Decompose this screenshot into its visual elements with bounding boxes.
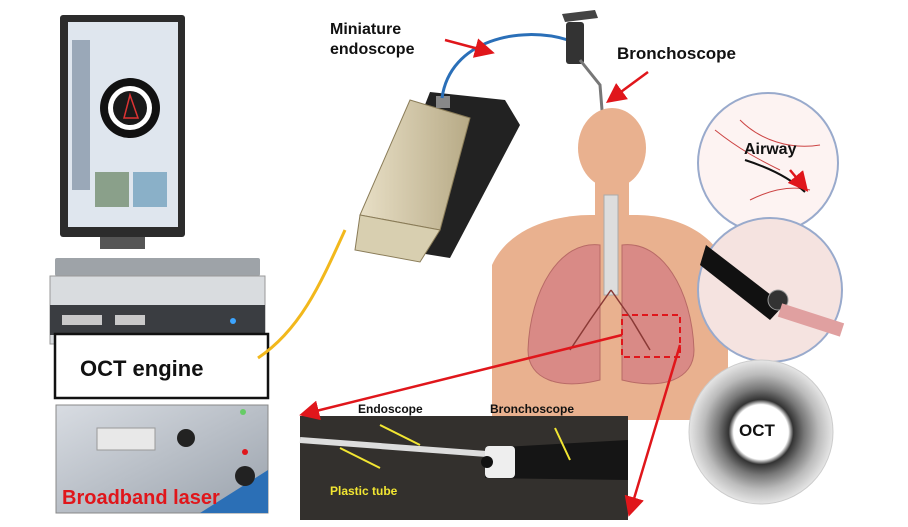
miniature-endoscope-label: Miniature endoscope [330, 20, 414, 60]
airway-zoom-icon [697, 92, 845, 363]
monitor-icon [60, 15, 185, 249]
laser-box-icon [55, 404, 269, 514]
oct-engine-label: OCT engine [80, 356, 204, 381]
miniature-line: Miniature [330, 21, 402, 38]
photo-plastic-tube-label: Plastic tube [330, 484, 398, 498]
oct-ring-image [688, 359, 834, 505]
photo-endoscope-label: Endoscope [358, 402, 423, 416]
red-arrows [299, 38, 809, 517]
probe-handheld-icon [354, 92, 520, 263]
human-torso-icon [492, 108, 728, 420]
oct-engine-box [53, 332, 270, 400]
endoscope-photo [299, 416, 628, 520]
airway-label: Airway [744, 141, 797, 158]
endoscope-line: endoscope [330, 41, 415, 58]
broadband-laser-label: Broadband laser [62, 487, 220, 509]
bronchoscope-label: Bronchoscope [617, 44, 737, 63]
oct-image-label: OCT [739, 421, 775, 440]
lungs-icon [527, 244, 695, 385]
computer-tower-icon [49, 258, 266, 345]
yellow-fiber [257, 229, 347, 360]
photo-bronchoscope-label: Bronchoscope [490, 402, 575, 416]
